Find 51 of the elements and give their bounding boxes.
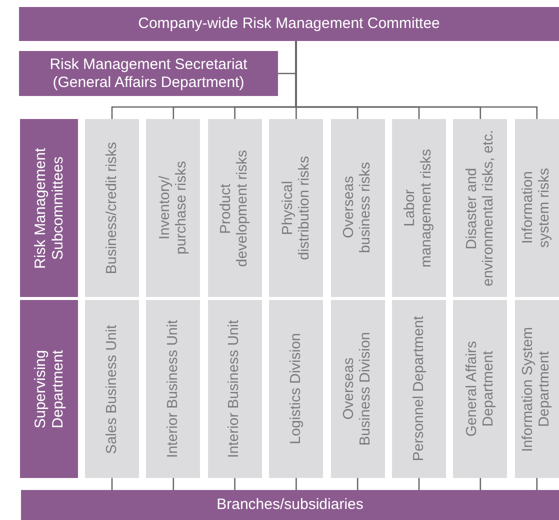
risk-column bbox=[392, 119, 446, 297]
column-label: Physical distribution risks bbox=[280, 156, 313, 260]
risk-column bbox=[269, 119, 324, 297]
column-label: Interior Business Unit bbox=[165, 320, 182, 458]
secretariat-box bbox=[19, 51, 278, 96]
column-label: Logistics Division bbox=[288, 333, 305, 445]
column-label: Sales Business Unit bbox=[104, 324, 120, 454]
department-column bbox=[269, 300, 324, 478]
department-column bbox=[330, 300, 385, 478]
risk-column bbox=[330, 119, 385, 297]
row-header-band bbox=[20, 300, 78, 478]
column-label: Overseas Business Division bbox=[340, 332, 374, 446]
risk-column bbox=[146, 119, 200, 297]
column-label: Product development risks bbox=[218, 150, 252, 266]
column-label: Business/credit risks bbox=[104, 142, 120, 274]
department-column bbox=[85, 300, 139, 478]
column-label: Disaster and environmental risks, etc. bbox=[464, 130, 498, 286]
connector-line bbox=[356, 478, 358, 490]
connector-line bbox=[536, 478, 538, 490]
column-label: Inventory/ purchase risks bbox=[156, 161, 190, 255]
department-column bbox=[208, 300, 262, 478]
department-column bbox=[514, 300, 559, 478]
connector-line bbox=[418, 478, 420, 490]
bar-title: Company-wide Risk Management Committee bbox=[138, 15, 440, 33]
column-label: Information system risks bbox=[520, 168, 554, 248]
connector-line bbox=[172, 478, 174, 490]
box-label: Risk Management Secretariat (General Affairs Department) bbox=[50, 56, 248, 91]
column-label: General Affairs Department bbox=[464, 341, 498, 437]
connector-line bbox=[111, 478, 113, 490]
risk-column bbox=[208, 119, 262, 297]
branches-bar bbox=[21, 490, 559, 520]
department-column bbox=[146, 300, 200, 478]
column-label: Interior Business Unit bbox=[226, 320, 244, 458]
connector-line bbox=[295, 41, 538, 119]
department-column bbox=[392, 300, 446, 478]
risk-column bbox=[514, 119, 559, 297]
risk-column bbox=[85, 119, 139, 297]
committee-bar bbox=[19, 7, 559, 41]
column-label: Information System Department bbox=[520, 326, 554, 452]
connector-line bbox=[296, 478, 297, 490]
connector-line bbox=[234, 478, 236, 490]
column-label: Personnel Department bbox=[410, 316, 428, 462]
bar-title: Branches/subsidiaries bbox=[216, 496, 364, 514]
department-column bbox=[453, 300, 508, 478]
row-header: Risk Management Subcommittees bbox=[32, 148, 66, 268]
row-header: Supervising Department bbox=[32, 350, 66, 428]
risk-column bbox=[453, 119, 508, 297]
connector-line bbox=[480, 478, 482, 490]
row-header-band bbox=[20, 119, 78, 297]
column-label: Labor management risks bbox=[402, 148, 436, 268]
column-label: Overseas business risks bbox=[340, 162, 374, 254]
